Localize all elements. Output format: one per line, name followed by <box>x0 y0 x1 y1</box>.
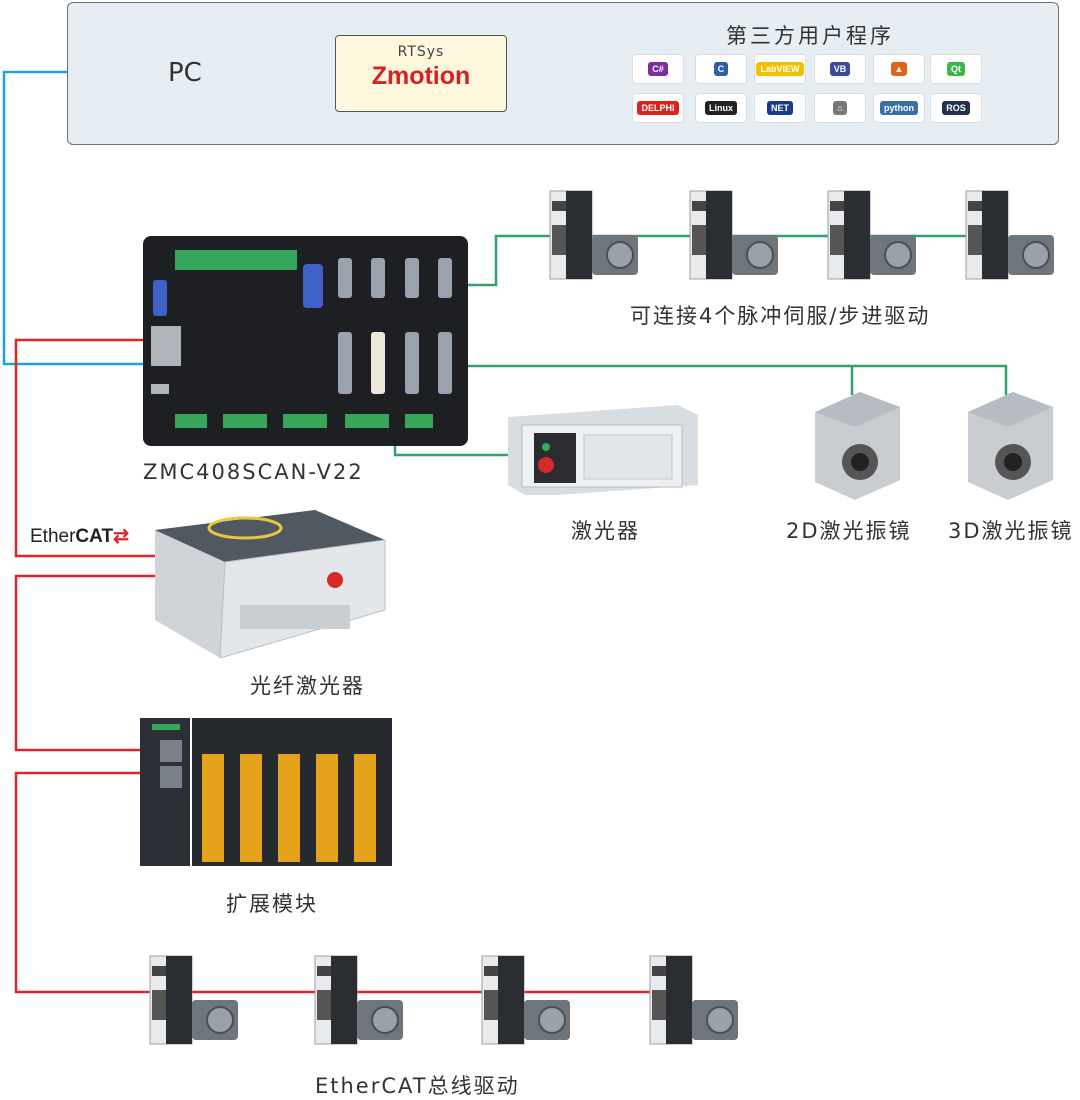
delphi-icon-text: DELPHI <box>637 101 679 115</box>
cplusplus-icon-text: C <box>713 62 729 76</box>
ethercat-logo-cat: CAT <box>75 526 114 547</box>
ethercat-servo-4 <box>649 955 738 1045</box>
dotnet-icon-text: NET <box>767 101 793 115</box>
vb-icon-text: VB <box>829 62 851 76</box>
ethercat-servo-1 <box>149 955 238 1045</box>
linux-icon-text: Linux <box>705 101 737 115</box>
dotnet-icon: NET <box>755 94 805 122</box>
rtsys-label: RTSys <box>397 44 445 60</box>
zmotion-logo: RTSys Zmotion <box>335 35 507 112</box>
csharp-icon: C# <box>633 55 683 83</box>
vb-icon: VB <box>815 55 865 83</box>
labview-icon-text: LabVIEW <box>756 62 804 76</box>
qt-icon: Qt <box>931 55 981 83</box>
matlab-icon-text: ▲ <box>890 62 908 76</box>
ethernet-cable <box>2 70 150 366</box>
linux-icon: Linux <box>696 94 746 122</box>
matlab-icon: ▲ <box>874 55 924 83</box>
expansion-module <box>140 718 392 866</box>
laser-device <box>508 405 698 495</box>
galvo-3d-label: 3D激光振镜 <box>948 519 1074 543</box>
unity-icon: ⌂ <box>815 94 865 122</box>
pulse-servo-4 <box>965 190 1054 280</box>
labview-icon: LabVIEW <box>755 55 805 83</box>
laser-label: 激光器 <box>571 519 640 543</box>
ethercat-arrows-icon: ⇄ <box>113 526 129 547</box>
ethercat-cable-2 <box>14 574 160 752</box>
pulse-servo-2 <box>689 190 778 280</box>
cplusplus-icon: C <box>696 55 746 83</box>
pulse-drives-label: 可连接4个脉冲伺服/步进驱动 <box>630 304 931 328</box>
zmc408scan-controller <box>143 236 468 446</box>
python-icon: python <box>874 94 924 122</box>
ros-icon-text: ROS <box>942 101 970 115</box>
ethercat-servo-3 <box>481 955 570 1045</box>
delphi-icon: DELPHI <box>633 94 683 122</box>
pulse-servo-1 <box>549 190 638 280</box>
python-icon-text: python <box>880 101 918 115</box>
pulse-servo-3 <box>827 190 916 280</box>
controller-label: ZMC408SCAN-V22 <box>143 460 364 484</box>
galvo-cable <box>382 364 1008 395</box>
galvo-2d <box>815 392 900 500</box>
ros-icon: ROS <box>931 94 981 122</box>
csharp-icon-text: C# <box>648 62 668 76</box>
fiber-laser-label: 光纤激光器 <box>250 674 365 698</box>
expansion-label: 扩展模块 <box>226 892 318 916</box>
zmotion-label: Zmotion <box>371 62 471 90</box>
ethercat-logo: EtherCAT⇄ <box>30 525 129 548</box>
ethercat-logo-ether: Ether <box>30 526 76 547</box>
ethercat-servo-2 <box>314 955 403 1045</box>
pc-label: PC <box>168 58 202 88</box>
galvo-2d-label: 2D激光振镜 <box>786 519 912 543</box>
qt-icon-text: Qt <box>947 62 965 76</box>
ethercat-cable-1 <box>14 338 160 558</box>
third-party-title: 第三方用户程序 <box>726 24 894 48</box>
fiber-laser-device <box>155 510 386 659</box>
galvo-3d <box>968 392 1053 500</box>
ethercat-drives-label: EtherCAT总线驱动 <box>315 1074 520 1098</box>
unity-icon-text: ⌂ <box>833 101 847 115</box>
